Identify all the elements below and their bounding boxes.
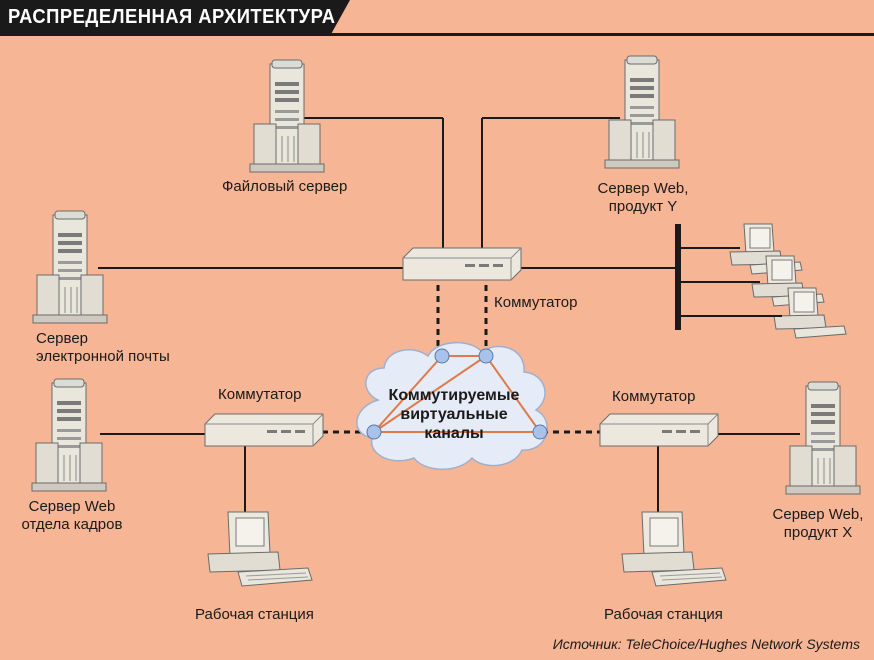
label-hr-server-line2: отдела кадров	[21, 516, 123, 533]
label-workstation-right: Рабочая станция	[604, 606, 723, 623]
cloud-icon	[356, 341, 548, 470]
cloud-nodes	[366, 348, 548, 440]
label-hr-server: Сервер Web отдела кадров	[16, 498, 128, 534]
dashed-links	[322, 285, 600, 434]
label-mail-server: Сервер электронной почты	[36, 330, 170, 366]
label-web-server-y-line2: продукт Y	[608, 198, 678, 215]
node-left	[366, 424, 382, 440]
source-credit: Источник: TeleChoice/Hughes Network Syst…	[552, 636, 860, 652]
cloud-label-line2: виртуальные	[400, 406, 508, 423]
label-mail-server-line1: Сервер	[36, 330, 89, 347]
label-web-server-x-line2: продукт X	[783, 524, 853, 541]
label-web-server-x-line1: Сервер Web,	[772, 506, 864, 523]
cloud-label: Коммутируемые виртуальные каналы	[364, 386, 544, 443]
cloud-label-line1: Коммутируемые	[388, 387, 520, 404]
label-web-server-x: Сервер Web, продукт X	[766, 506, 870, 542]
server-icon	[31, 378, 107, 492]
label-switch-top: Коммутатор	[494, 294, 578, 311]
switch-icon	[402, 247, 522, 281]
workstation-icon	[207, 511, 313, 587]
title-box	[0, 0, 350, 36]
label-switch-left: Коммутатор	[218, 386, 302, 403]
switch-icon	[204, 413, 324, 447]
label-workstation-left: Рабочая станция	[195, 606, 314, 623]
node-top-right	[478, 348, 494, 364]
node-right	[532, 424, 548, 440]
diagram-title: РАСПРЕДЕЛЕННАЯ АРХИТЕКТУРА	[8, 6, 336, 28]
title-bar: РАСПРЕДЕЛЕННАЯ АРХИТЕКТУРА	[0, 0, 874, 36]
workstation-icon	[621, 511, 727, 587]
label-web-server-y-line1: Сервер Web,	[597, 180, 689, 197]
label-web-server-y: Сервер Web, продукт Y	[588, 180, 698, 216]
node-top-left	[434, 348, 450, 364]
label-switch-right: Коммутатор	[612, 388, 696, 405]
title-rule	[330, 33, 874, 36]
label-hr-server-line1: Сервер Web	[28, 498, 116, 515]
solid-links	[98, 117, 800, 520]
server-icon	[249, 59, 325, 173]
server-icon	[785, 381, 861, 495]
cloud-label-line3: каналы	[424, 425, 484, 442]
switch-icon	[599, 413, 719, 447]
label-file-server: Файловый сервер	[222, 178, 348, 195]
label-mail-server-line2: электронной почты	[36, 348, 170, 365]
server-icon	[32, 210, 108, 324]
server-icon	[604, 55, 680, 169]
